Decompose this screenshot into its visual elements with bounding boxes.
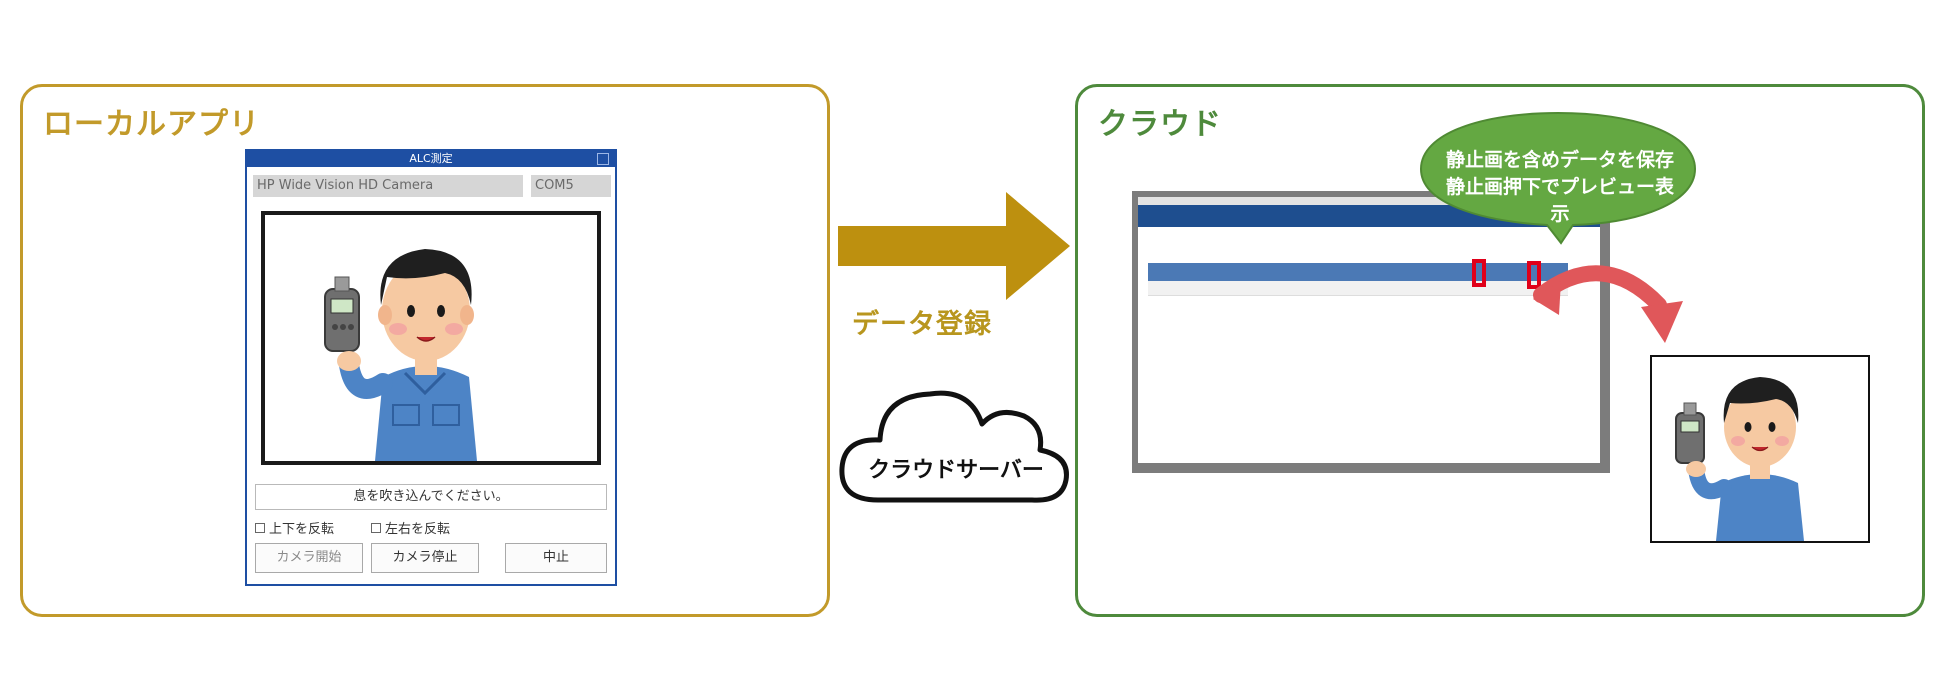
person-with-breathalyzer-preview <box>1675 377 1804 541</box>
window-title: ALC測定 <box>409 152 453 165</box>
preview-arrow-icon <box>1533 265 1683 343</box>
cancel-button[interactable]: 中止 <box>505 543 607 573</box>
start-camera-button[interactable]: カメラ開始 <box>255 543 363 573</box>
port-select[interactable]: COM5 <box>531 175 611 197</box>
flip-horizontal-label: 左右を反転 <box>385 522 451 537</box>
local-app-title: ローカルアプリ <box>43 107 260 142</box>
close-icon[interactable] <box>597 153 609 165</box>
person-with-breathalyzer-illustration <box>324 249 477 461</box>
camera-select[interactable]: HP Wide Vision HD Camera <box>253 175 523 197</box>
flip-vertical-checkbox[interactable]: 上下を反転 <box>255 518 334 537</box>
preview-image <box>1650 355 1870 543</box>
data-upload-arrow <box>838 192 1070 300</box>
cloud-server-label: クラウドサーバー <box>868 458 1044 483</box>
flip-horizontal-checkbox[interactable]: 左右を反転 <box>371 518 450 537</box>
local-app-window: ALC測定 HP Wide Vision HD Camera COM5 <box>245 149 617 586</box>
cloud-title: クラウド <box>1098 107 1222 142</box>
table-row <box>1148 281 1568 296</box>
callout-line-2: 静止画押下でプレビュー表示 <box>1445 176 1674 225</box>
data-registration-label: データ登録 <box>852 309 992 340</box>
checkbox-icon[interactable] <box>371 522 381 533</box>
callout-text: 静止画を含めデータを保存 静止画押下でプレビュー表示 <box>1440 147 1680 228</box>
checkbox-icon[interactable] <box>255 522 265 533</box>
data-table-header <box>1148 263 1568 281</box>
still-image-highlight <box>1472 259 1486 287</box>
local-app-panel: ローカルアプリ ALC測定 HP Wide Vision HD Camera C… <box>20 84 830 617</box>
stop-camera-button[interactable]: カメラ停止 <box>371 543 479 573</box>
cloud-web-screenshot <box>1132 191 1610 473</box>
instruction-text: 息を吹き込んでください。 <box>255 484 607 510</box>
callout-bubble <box>1419 111 1697 245</box>
camera-preview <box>261 211 601 465</box>
window-titlebar: ALC測定 <box>247 151 615 167</box>
preview-button-highlight <box>1527 261 1541 289</box>
cloud-panel: クラウド 静止画を含めデータを保存 静止画押下でプレビュー表示 <box>1075 84 1925 617</box>
cloud-icon <box>839 390 1069 503</box>
flip-vertical-label: 上下を反転 <box>269 522 335 537</box>
callout-line-1: 静止画を含めデータを保存 <box>1445 149 1674 171</box>
